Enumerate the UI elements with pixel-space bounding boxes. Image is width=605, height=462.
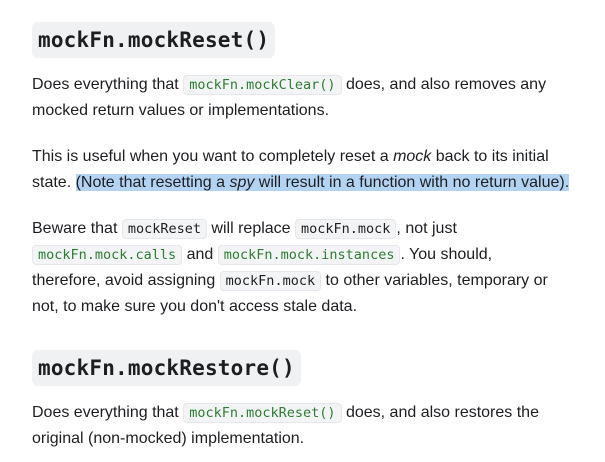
paragraph-line: Beware that mockReset will replace mockF… — [32, 216, 548, 242]
section-heading-mockrestore: mockFn.mockRestore() — [32, 350, 301, 386]
paragraph-line: This is useful when you want to complete… — [32, 144, 569, 170]
code-mockfn-mock: mockFn.mock — [295, 219, 397, 239]
text: does, and also restores the — [341, 404, 539, 421]
text: Does everything that — [32, 404, 184, 421]
paragraph-mockreset-description: Does everything that mockFn.mockClear() … — [32, 72, 546, 124]
code-link-mock-calls[interactable]: mockFn.mock.calls — [32, 245, 183, 265]
section-heading-mockreset: mockFn.mockReset() — [32, 22, 276, 58]
paragraph-line: mocked return values or implementations. — [32, 98, 546, 124]
text: does, and also removes any — [341, 76, 547, 93]
paragraph-line: Does everything that mockFn.mockReset() … — [32, 400, 539, 426]
paragraph-line: Does everything that mockFn.mockClear() … — [32, 72, 546, 98]
text: This is useful when you want to complete… — [32, 148, 394, 165]
code-link-mockclear[interactable]: mockFn.mockClear() — [183, 75, 342, 95]
paragraph-mockreset-usage: This is useful when you want to complete… — [32, 144, 570, 196]
text: Beware that — [32, 220, 122, 237]
text: and — [182, 246, 218, 263]
code-mockfn-mock: mockFn.mock — [219, 271, 322, 291]
text: Does everything that — [32, 76, 184, 93]
text: mocked return values or implementations. — [32, 102, 330, 119]
text: back to its initial — [431, 148, 549, 165]
text: (Note that resetting a — [75, 174, 230, 191]
code-mockreset: mockReset — [121, 219, 207, 239]
text: . You should, — [400, 246, 493, 263]
paragraph-mockrestore-description: Does everything that mockFn.mockReset() … — [32, 400, 539, 452]
paragraph-line: therefore, avoid assigning mockFn.mock t… — [32, 268, 548, 294]
code-link-mock-instances[interactable]: mockFn.mock.instances — [217, 245, 401, 265]
paragraph-line: original (non-mocked) implementation. — [32, 426, 539, 452]
selected-text[interactable]: (Note that resetting a spy will result i… — [75, 174, 570, 191]
text: , not just — [396, 220, 457, 237]
paragraph-mockreset-warning: Beware that mockReset will replace mockF… — [32, 216, 548, 320]
emphasis-mock: mock — [393, 148, 432, 165]
emphasis-spy: spy — [229, 174, 255, 191]
text: original (non-mocked) implementation. — [32, 430, 305, 447]
paragraph-line: not, to make sure you don't access stale… — [32, 294, 548, 320]
text: to other variables, temporary or — [321, 272, 548, 289]
text: state. — [32, 174, 76, 191]
text: will result in a function with no return… — [254, 174, 570, 191]
text: will replace — [206, 220, 296, 237]
text: therefore, avoid assigning — [32, 272, 220, 289]
code-link-mockreset[interactable]: mockFn.mockReset() — [183, 403, 342, 423]
paragraph-line: mockFn.mock.calls and mockFn.mock.instan… — [32, 242, 548, 268]
paragraph-line: state. (Note that resetting a spy will r… — [32, 170, 570, 196]
text: not, to make sure you don't access stale… — [32, 298, 358, 315]
section-heading-mockreset-wrap: mockFn.mockReset() — [32, 22, 276, 58]
section-heading-mockrestore-wrap: mockFn.mockRestore() — [32, 350, 301, 386]
